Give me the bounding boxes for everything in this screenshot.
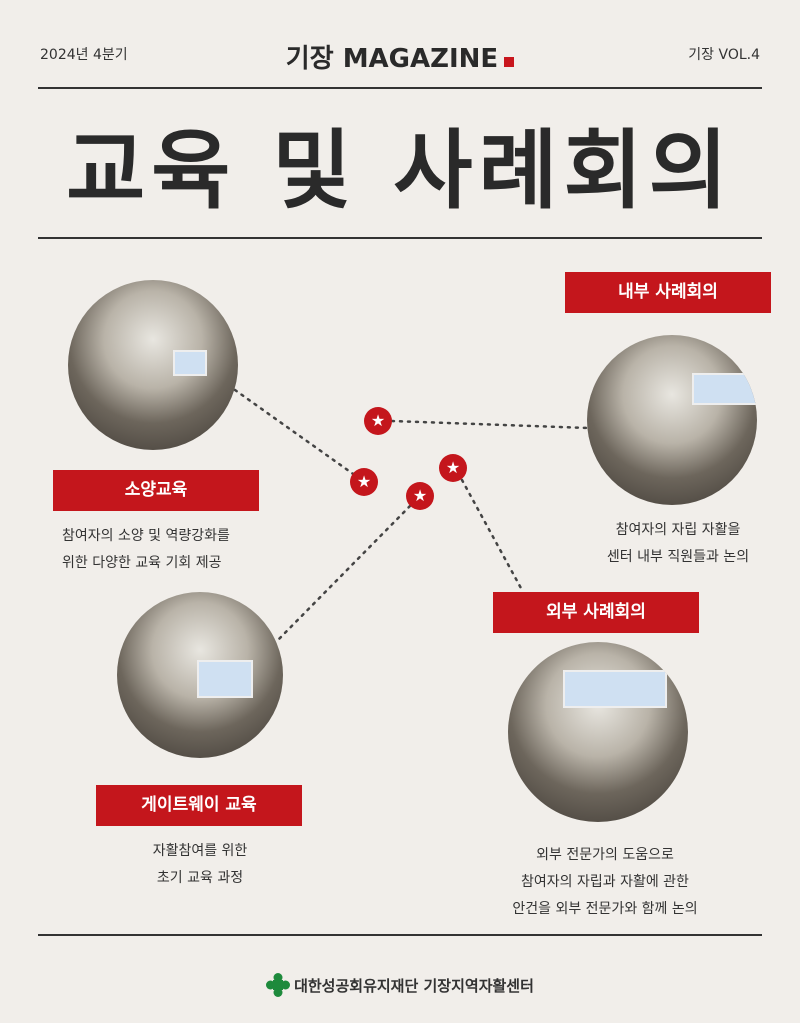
magazine-logo: 기장 MAGAZINE [0, 38, 800, 75]
photo-external-case-meeting [508, 642, 688, 822]
star-icon: ★ [439, 454, 467, 482]
divider [38, 87, 762, 89]
issue-date: 2024년 4분기 [40, 47, 128, 63]
star-icon: ★ [406, 482, 434, 510]
star-icon: ★ [364, 407, 392, 435]
label-internal: 내부 사례회의 [565, 272, 771, 313]
divider [38, 237, 762, 239]
magazine-name: 기장 MAGAZINE [285, 44, 499, 74]
footer: 대한성공회유지재단 기장지역자활센터 [0, 973, 800, 997]
label-gateway: 게이트웨이 교육 [96, 785, 302, 826]
footer-org: 대한성공회유지재단 기장지역자활센터 [294, 977, 534, 995]
page-title: 교육 및 사례회의 [66, 121, 734, 221]
photo-gateway-education [117, 592, 283, 758]
label-soyang: 소양교육 [53, 470, 259, 511]
volume: 기장 VOL.4 [688, 47, 760, 63]
cross-logo-icon [266, 973, 291, 997]
star-icon: ★ [350, 468, 378, 496]
red-square-icon [504, 57, 515, 67]
divider [38, 934, 762, 936]
photo-internal-case-meeting [587, 335, 757, 505]
label-external: 외부 사례회의 [493, 592, 699, 633]
photo-soyang-education [68, 280, 238, 450]
